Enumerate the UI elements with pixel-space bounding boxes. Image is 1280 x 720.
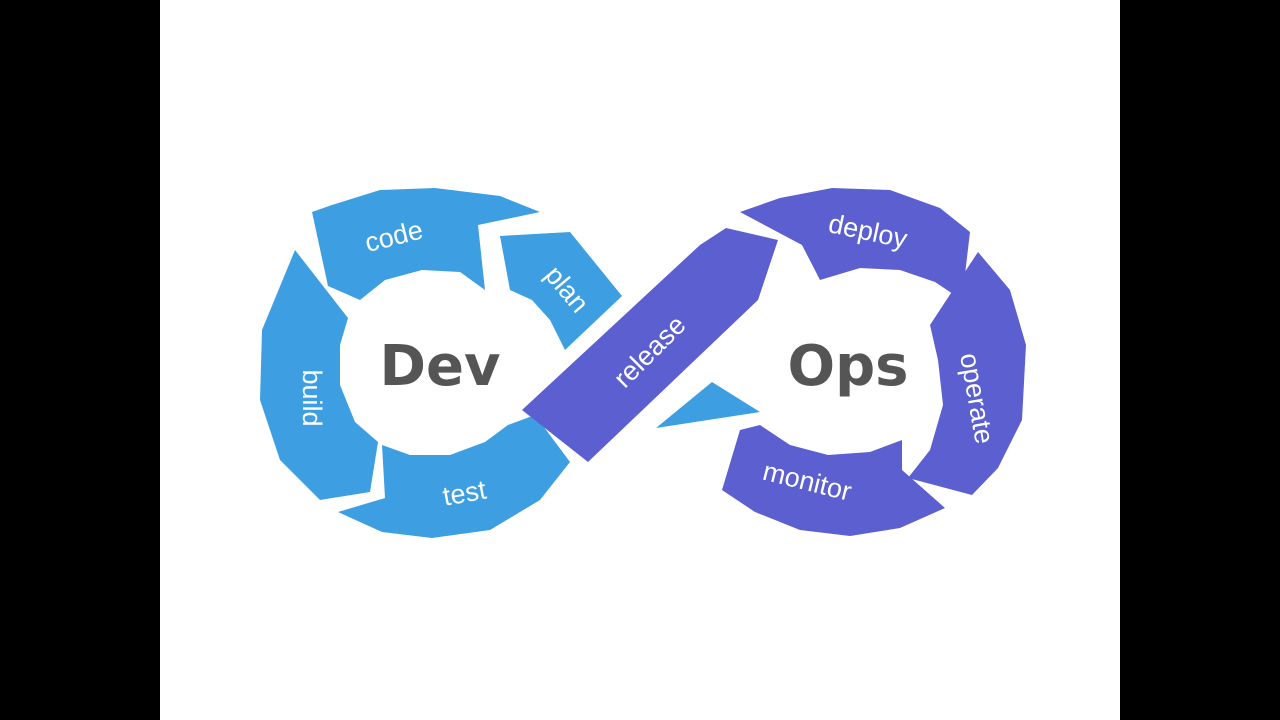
stage-code-segment [312, 188, 540, 300]
stage-deploy-segment [740, 188, 970, 300]
devops-infinity-diagram: Dev Ops code plan build test release dep… [260, 188, 1026, 538]
stage-build-label: build [297, 369, 327, 426]
stage-monitor-segment [722, 425, 945, 536]
letterbox-left [0, 0, 160, 720]
stage-test-segment [338, 415, 570, 538]
stage-release-segment [522, 228, 778, 462]
stage-plan-segment [500, 232, 622, 350]
stage-build-segment [260, 250, 378, 500]
stage-operate-segment [908, 252, 1026, 495]
letterbox-right [1120, 0, 1280, 720]
dev-label: Dev [380, 334, 501, 399]
diagram-canvas: Dev Ops code plan build test release dep… [160, 0, 1120, 720]
monitor-return-arrowhead [656, 382, 760, 428]
ops-label: Ops [787, 334, 908, 399]
